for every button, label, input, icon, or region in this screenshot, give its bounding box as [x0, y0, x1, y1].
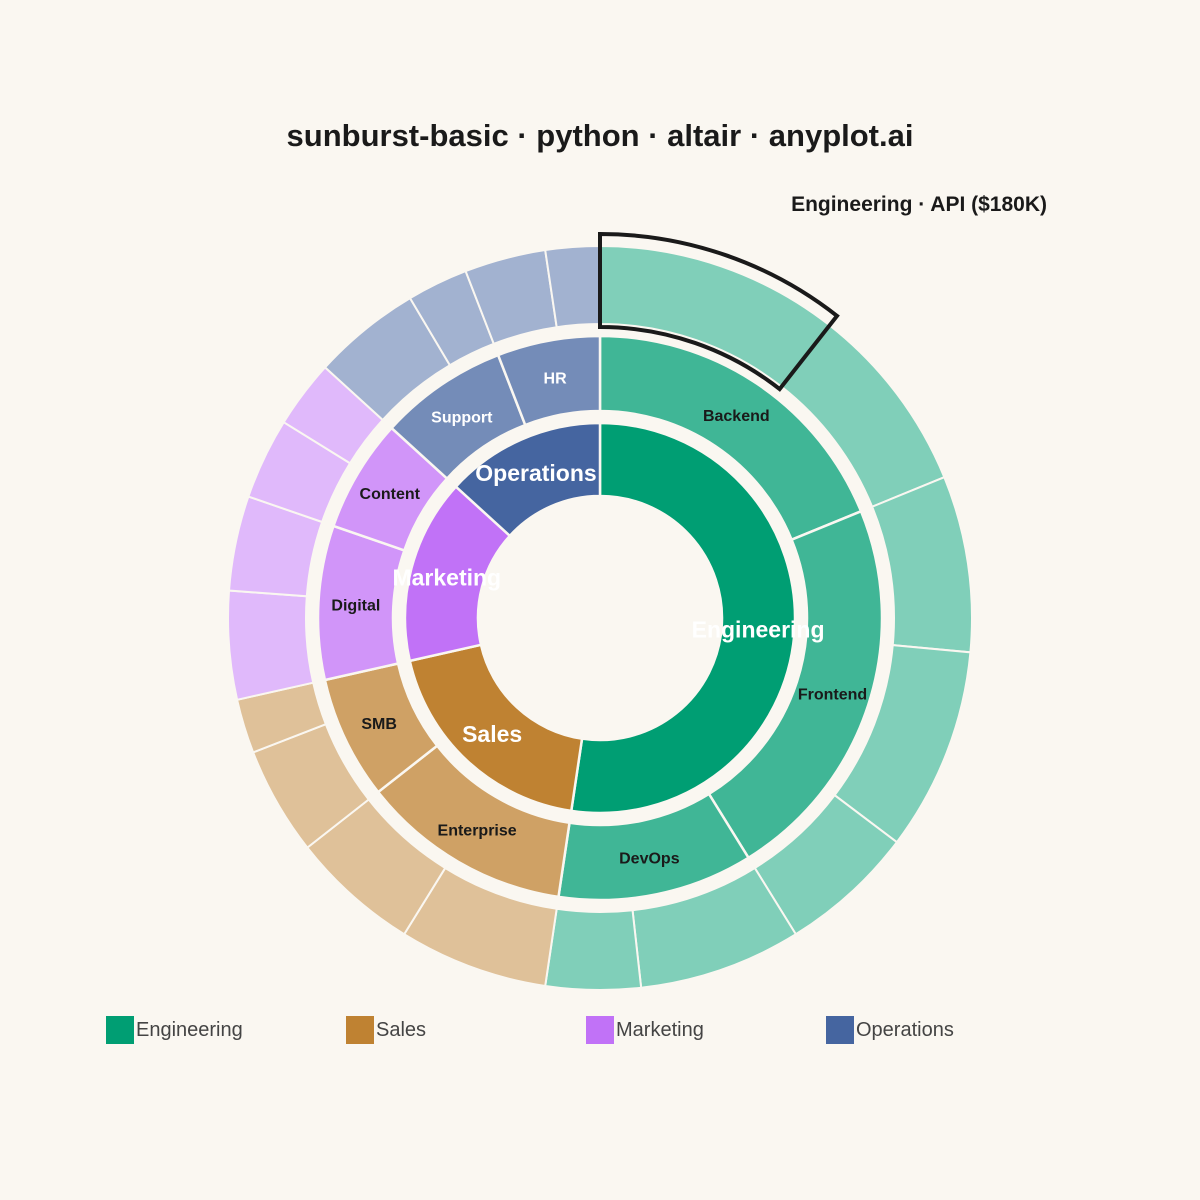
arc-engineering-frontend-web: [870, 475, 973, 654]
legend-label-engineering: Engineering: [136, 1019, 243, 1041]
legend-swatch-engineering: [106, 1016, 134, 1044]
legend-swatch-marketing: [586, 1016, 614, 1044]
legend-swatch-operations: [826, 1016, 854, 1044]
label-engineering-backend: Backend: [703, 408, 770, 425]
highlight-annotation: Engineering · API ($180K): [791, 193, 1047, 216]
chart-title: sunburst-basic · python · altair · anypl…: [287, 118, 914, 153]
label-engineering-devops: DevOps: [619, 850, 680, 867]
sunburst-rings: [227, 231, 973, 991]
highlight-outline: [598, 231, 840, 392]
label-marketing: Marketing: [392, 564, 501, 590]
label-marketing-digital: Digital: [331, 597, 380, 614]
label-operations: Operations: [475, 460, 596, 486]
legend-swatch-sales: [346, 1016, 374, 1044]
legend-label-sales: Sales: [376, 1019, 426, 1041]
label-engineering: Engineering: [692, 617, 825, 643]
chart-legend: Engineering Sales Marketing Operations: [106, 1016, 954, 1044]
legend-label-marketing: Marketing: [616, 1019, 704, 1041]
arc-operations-hr: [496, 334, 602, 427]
arc-engineering-devops-tools: [544, 907, 643, 991]
label-sales-smb: SMB: [361, 716, 397, 733]
arc-sales: [408, 643, 584, 813]
label-operations-hr: HR: [544, 371, 568, 388]
arc-engineering: [569, 421, 797, 815]
arc-marketing-digital-ads: [227, 589, 315, 702]
label-sales: Sales: [462, 721, 522, 747]
label-marketing-content: Content: [360, 486, 421, 503]
arc-operations: [454, 421, 602, 538]
label-sales-enterprise: Enterprise: [438, 822, 517, 839]
legend-label-operations: Operations: [856, 1019, 954, 1041]
label-engineering-frontend: Frontend: [798, 687, 867, 704]
label-operations-support: Support: [431, 409, 493, 426]
